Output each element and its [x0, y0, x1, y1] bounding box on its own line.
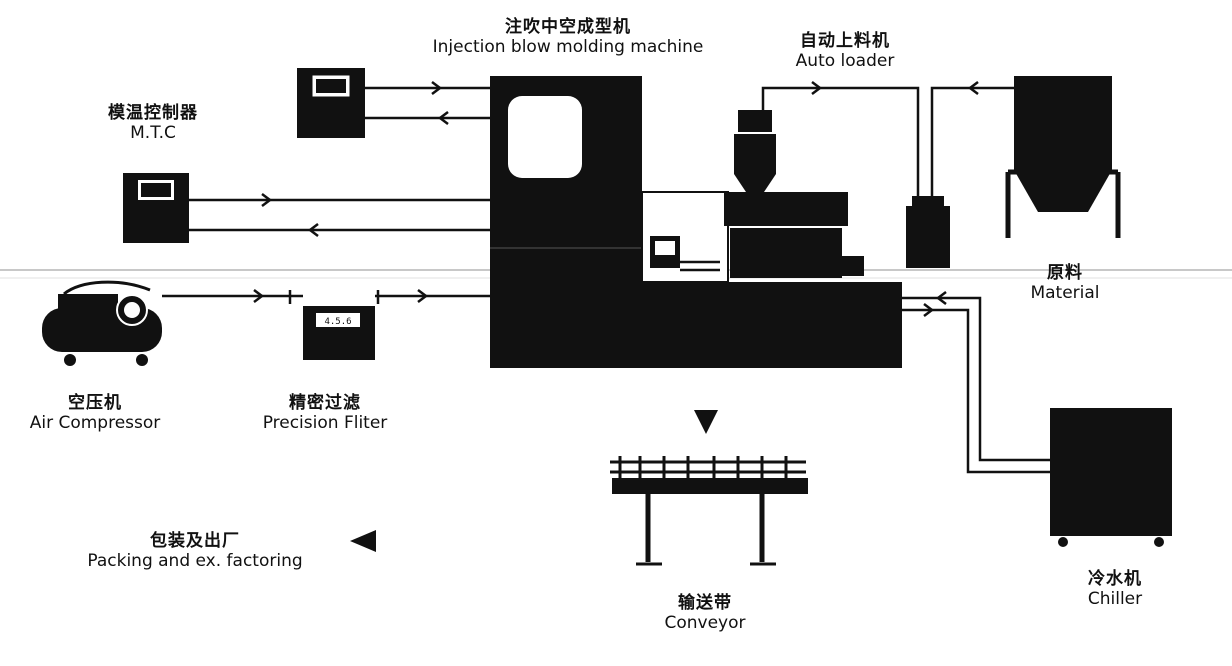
flow-arrow: [935, 291, 947, 305]
flow-arrow: [811, 81, 823, 95]
chiller: [1050, 408, 1172, 547]
chiller-pipes: [902, 296, 1050, 474]
flow-arrow: [923, 303, 935, 317]
mtc-top-pipes: [365, 86, 490, 120]
material-label-en: Material: [1030, 282, 1100, 303]
flow-arrow: [253, 289, 265, 303]
loader-label-cn: 自动上料机: [800, 31, 890, 51]
conveyor: [610, 410, 808, 566]
air-pipe: [162, 290, 490, 304]
packing-label-cn: 包装及出厂: [150, 531, 240, 551]
mtc-label-cn: 模温控制器: [108, 103, 198, 123]
filter-label-en: Precision Fliter: [262, 412, 388, 433]
filter-display: 4.5.6: [324, 317, 351, 327]
mtc-pipes: [189, 198, 490, 232]
material-label: 原料 Material: [1010, 263, 1120, 303]
conveyor-label: 输送带 Conveyor: [640, 593, 770, 633]
auto-loader-unit: [906, 196, 950, 268]
packing-label: 包装及出厂 Packing and ex. factoring: [60, 531, 330, 571]
flow-arrow: [967, 81, 979, 95]
loader-label: 自动上料机 Auto loader: [770, 31, 920, 71]
loader-label-en: Auto loader: [795, 50, 895, 71]
mtc-unit-top: [297, 68, 365, 138]
compressor-label-cn: 空压机: [68, 393, 122, 413]
flow-arrow: [307, 223, 319, 237]
machine-label: 注吹中空成型机 Injection blow molding machine: [408, 17, 728, 57]
flow-arrow: [431, 81, 443, 95]
mtc-unit: [123, 173, 189, 243]
precision-filter: 4.5.6: [303, 306, 375, 360]
chiller-label-en: Chiller: [1087, 588, 1143, 609]
packing-label-en: Packing and ex. factoring: [87, 550, 303, 571]
loader-pipes: [761, 86, 1018, 196]
filter-label-cn: 精密过滤: [289, 393, 361, 413]
packing-arrow: [350, 530, 376, 552]
chiller-label: 冷水机 Chiller: [1060, 569, 1170, 609]
conveyor-label-cn: 输送带: [678, 593, 732, 613]
material-label-cn: 原料: [1047, 263, 1083, 283]
mtc-label-en: M.T.C: [130, 122, 176, 143]
machine-label-cn: 注吹中空成型机: [505, 17, 631, 37]
machine-label-en: Injection blow molding machine: [432, 36, 704, 57]
conveyor-label-en: Conveyor: [664, 612, 746, 633]
filter-label: 精密过滤 Precision Fliter: [240, 393, 410, 433]
flow-arrow: [437, 111, 449, 125]
air-compressor: [42, 280, 162, 366]
flow-arrow: [261, 193, 273, 207]
injection-blow-molding-machine: [490, 76, 902, 368]
mtc-label: 模温控制器 M.T.C: [88, 103, 218, 143]
chiller-label-cn: 冷水机: [1088, 569, 1142, 589]
compressor-label-en: Air Compressor: [29, 412, 161, 433]
flow-arrow: [417, 289, 429, 303]
material-silo: [1005, 76, 1121, 238]
compressor-label: 空压机 Air Compressor: [10, 393, 180, 433]
